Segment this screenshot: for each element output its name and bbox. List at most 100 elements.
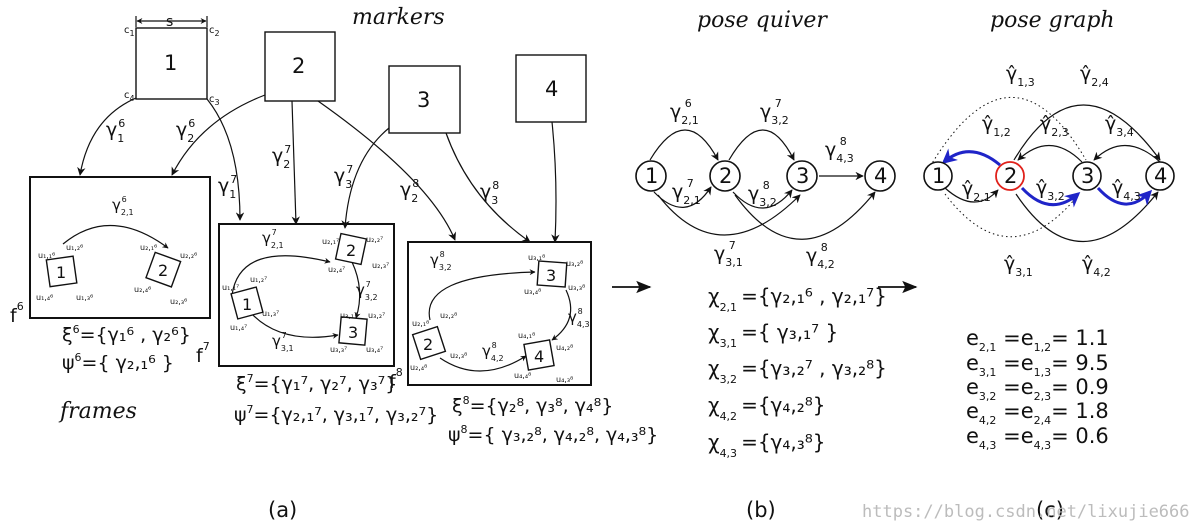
panel-c: pose graph 1 2 3 4 γ̂1,3 γ̂2,4 γ̂1,2 γ̂2… (923, 8, 1175, 522)
svg-text:2: 2 (1004, 164, 1017, 188)
f7-corner-u14: u₁,₄⁷ (230, 323, 247, 332)
panel-b: pose quiver 1 2 3 4 γ2,16 γ3,27 γ4,38 γ2… (635, 8, 896, 522)
svg-text:4: 4 (874, 164, 887, 188)
f7-marker-1: 1 (242, 295, 252, 314)
f8-corner-u31: u₃,₁⁸ (528, 253, 545, 262)
f8-corner-u22: u₂,₂⁸ (440, 311, 457, 320)
corner-c2: c2 (209, 25, 220, 38)
marker-3: 3 (388, 65, 461, 134)
quiver-label-21-top: γ2,16 (670, 97, 699, 127)
graph-node-4: 4 (1145, 161, 1175, 191)
frame-f6-label: f6 (10, 300, 24, 327)
f8-corner-u23: u₂,₃⁸ (450, 351, 467, 360)
weight-43: e4,3 =e4,3= 0.6 (966, 424, 1109, 452)
quiver-label-31: γ3,17 (714, 239, 743, 269)
edge-gamma-3-8: γ38 (480, 179, 499, 207)
marker-frame-arrows (77, 94, 560, 243)
graph-label-23: γ̂2,3 (1040, 113, 1069, 139)
f8-corner-u34: u₃,₄⁸ (524, 287, 541, 296)
frame-f8-label: f8 (389, 366, 403, 393)
tree-edge-32 (1020, 186, 1081, 208)
f6-marker-2: 2 (158, 261, 168, 280)
f7-marker-3: 3 (348, 323, 358, 342)
marker-3-label: 3 (417, 88, 430, 112)
frame-f7: f7 γ2,17 γ3,27 γ3,17 1 2 3 u₁,₁⁷ u₁,₂⁷ u… (196, 223, 395, 367)
quiver-label-21-bot: γ2,17 (672, 177, 701, 207)
chi-31: χ3,1={ γ₃,₁⁷ } (708, 320, 838, 350)
f8-marker-3: 3 (546, 266, 556, 285)
quiver-label-43: γ4,38 (825, 135, 854, 165)
frame-f8: f8 γ3,28 γ4,38 γ4,28 2 3 4 u₂,₁⁸ u₂,₂⁸ u… (389, 241, 592, 393)
marker-frame-labels: γ16 γ26 γ17 γ27 γ37 γ28 γ38 (106, 117, 499, 207)
weight-31: e3,1 =e1,3= 9.5 (966, 351, 1109, 379)
svg-text:3: 3 (1081, 164, 1094, 188)
chi-21: χ2,1={γ₂,₁⁶ , γ₂,₁⁷} (708, 284, 887, 314)
f6-corner-u14: u₁,₄⁶ (36, 293, 53, 302)
graph-label-32: γ̂3,2 (1036, 177, 1065, 203)
weight-42: e4,2 =e2,4= 1.8 (966, 399, 1109, 427)
f8-marker-2: 2 (423, 335, 433, 354)
f7-corner-u24: u₂,₄⁷ (328, 265, 345, 274)
f6-corner-u23: u₂,₃⁶ (170, 297, 187, 306)
graph-label-43: γ̂4,3 (1112, 177, 1141, 203)
quiver-node-1: 1 (635, 160, 667, 192)
f7-edge-21: γ2,17 (262, 228, 284, 250)
f7-corner-u23: u₂,₃⁷ (372, 261, 389, 270)
tree-edge-12 (941, 148, 1001, 167)
f6-corner-u21: u₂,₁⁶ (140, 243, 157, 252)
chi-43: χ4,3={γ₄,₃⁸} (708, 430, 826, 460)
marker-2: 2 (264, 31, 336, 102)
panel-a: markers s 1 c1 c2 c3 c4 2 3 4 (10, 5, 658, 522)
f8-corner-u42: u₄,₂⁸ (556, 343, 573, 352)
svg-text:4: 4 (1154, 164, 1167, 188)
f8-edge-42: γ4,28 (482, 341, 504, 363)
marker-2-label: 2 (292, 54, 305, 78)
f8-corner-u41: u₄,₁⁸ (518, 331, 535, 340)
tree-edge-43 (1096, 186, 1153, 206)
f8-corner-u32: u₃,₂⁸ (566, 259, 583, 268)
psi8-set: ψ8={ γ₃,₂⁸, γ₄,₂⁸, γ₄,₃⁸} (448, 423, 658, 446)
quiver-node-2: 2 (709, 160, 741, 192)
graph-weights: e2,1 =e1,2= 1.1 e3,1 =e1,3= 9.5 e3,2 =e2… (966, 326, 1109, 452)
f8-edge-43: γ4,38 (568, 307, 590, 329)
edge-gamma-1-7: γ17 (218, 173, 237, 201)
quiver-node-3: 3 (786, 160, 818, 192)
graph-label-42: γ̂4,2 (1082, 253, 1111, 279)
f7-corner-u11: u₁,₁⁷ (222, 283, 239, 292)
f7-corner-u32: u₃,₂⁷ (368, 311, 385, 320)
quiver-sets: χ2,1={γ₂,₁⁶ , γ₂,₁⁷} χ3,1={ γ₃,₁⁷ } χ3,2… (708, 284, 887, 460)
svg-text:1: 1 (932, 164, 945, 188)
f8-edge-32: γ3,28 (430, 250, 452, 272)
graph-node-1: 1 (923, 161, 953, 191)
f7-corner-u33: u₃,₃⁷ (330, 345, 347, 354)
graph-label-21: γ̂2,1 (962, 178, 991, 204)
marker-size-label: s (166, 14, 173, 30)
panel-b-label: (b) (746, 498, 776, 522)
f8-corner-u33: u₃,₃⁸ (568, 283, 585, 292)
quiver-label-42: γ4,28 (806, 241, 835, 271)
graph-label-31: γ̂3,1 (1004, 253, 1033, 279)
frame-f7-label: f7 (196, 340, 210, 367)
svg-text:2: 2 (719, 164, 732, 188)
f7-edge-32: γ3,27 (356, 280, 378, 302)
f6-corner-u22: u₂,₂⁶ (180, 251, 197, 260)
f8-corner-u21: u₂,₁⁸ (412, 319, 429, 328)
f6-corner-u13: u₁,₃⁶ (76, 293, 93, 302)
f7-edge-31: γ3,17 (272, 331, 294, 353)
frames-title: frames (58, 399, 137, 424)
f8-corner-u43: u₄,₃⁸ (556, 375, 573, 384)
xi6-set: ξ6={γ₁⁶ , γ₂⁶} (62, 323, 191, 346)
f6-corner-u11: u₁,₁⁶ (38, 251, 55, 260)
quiver-title: pose quiver (697, 8, 828, 33)
panel-a-label: (a) (268, 498, 297, 522)
weight-21: e2,1 =e1,2= 1.1 (966, 326, 1109, 354)
xi8-set: ξ8={γ₂⁸, γ₃⁸, γ₄⁸} (452, 394, 613, 417)
quiver-label-32-bot: γ3,28 (748, 179, 777, 209)
f6-corner-u12: u₁,₂⁶ (66, 243, 83, 252)
f7-corner-u13: u₁,₃⁷ (262, 309, 279, 318)
frame-f6: f6 γ2,16 1 2 u₁,₁⁶ u₁,₂⁶ u₁,₃⁶ u₁,₄⁶ u₂,… (10, 176, 211, 327)
f8-corner-u44: u₄,₄⁸ (514, 371, 531, 380)
corner-c1: c1 (124, 25, 135, 38)
psi7-set: ψ7={γ₂,₁⁷, γ₃,₁⁷, γ₃,₂⁷} (234, 403, 438, 426)
